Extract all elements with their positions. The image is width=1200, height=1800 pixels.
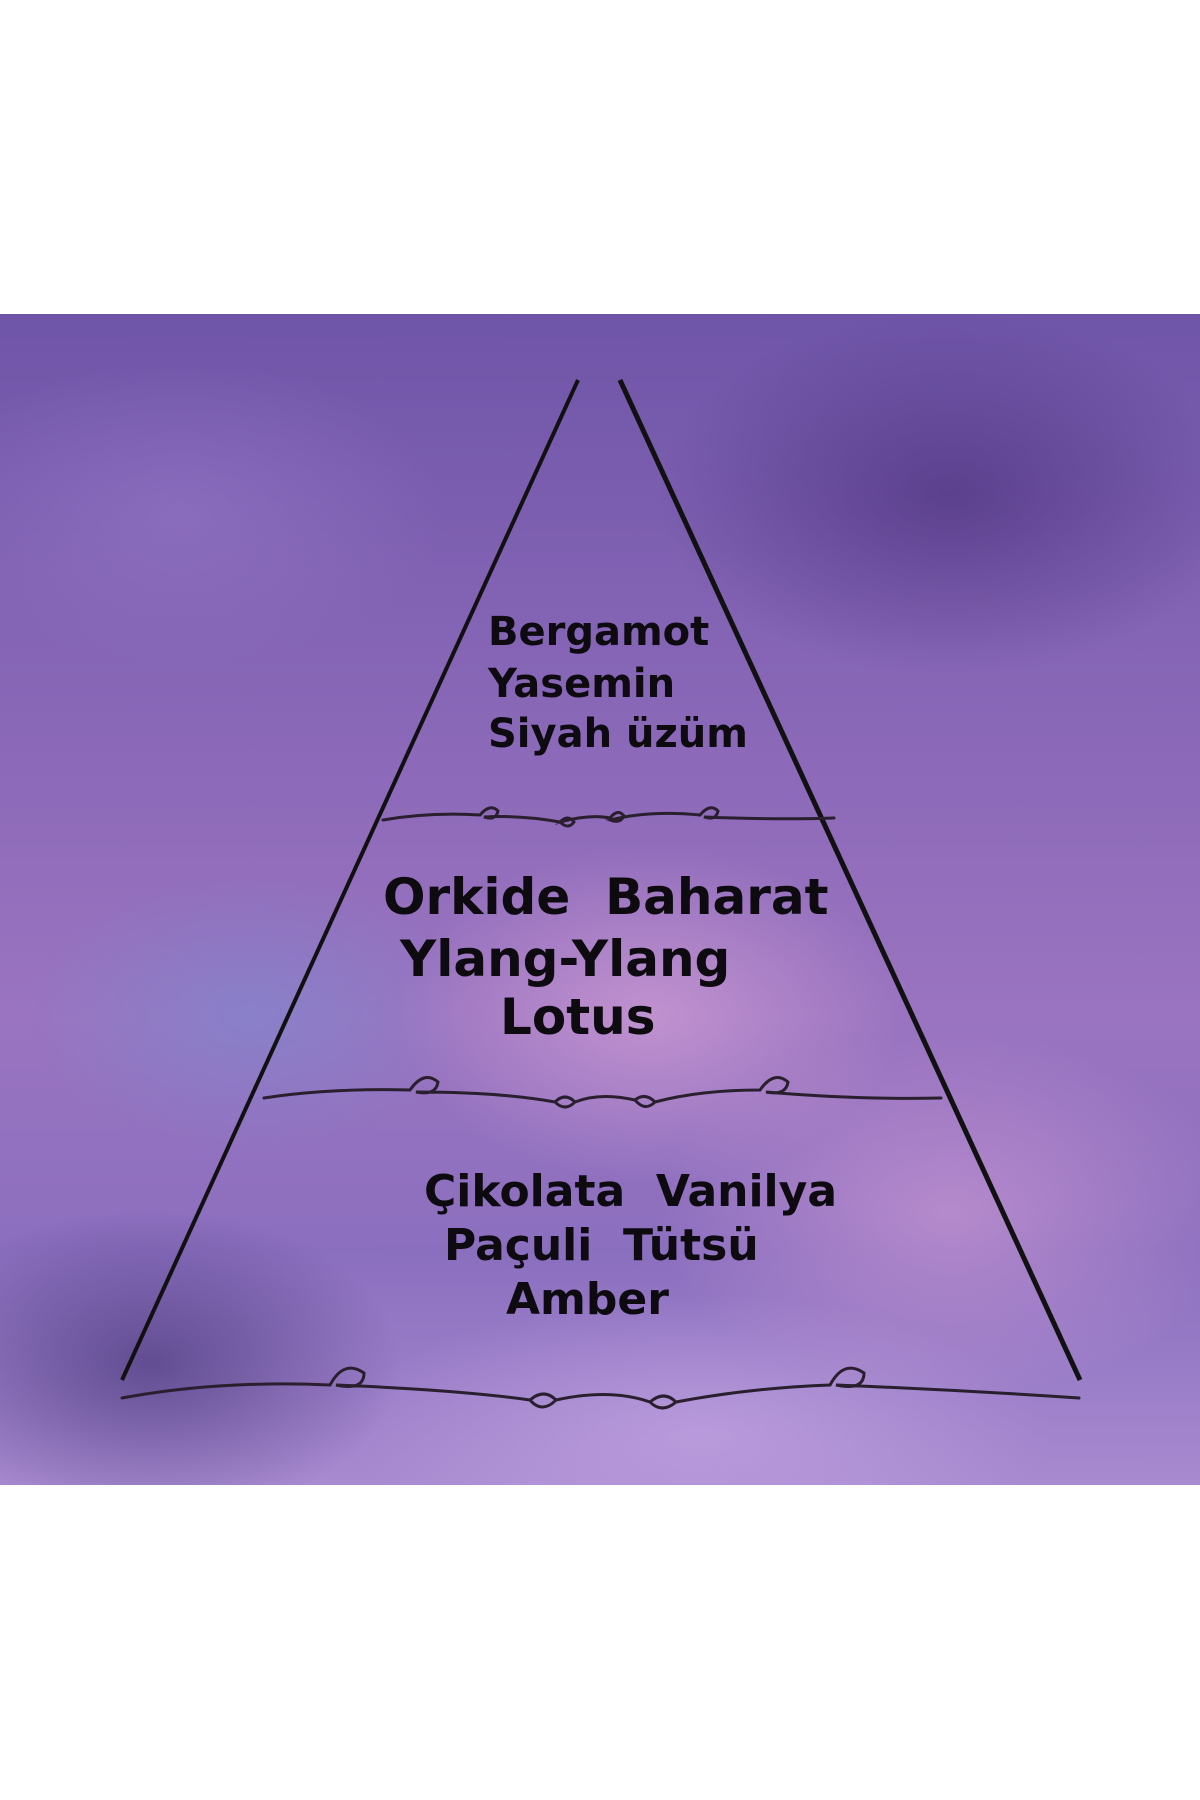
swirl-divider-bottom — [120, 1366, 1081, 1410]
heart-note-1: Orkide Baharat — [383, 868, 829, 926]
heart-note-2: Ylang-Ylang — [400, 930, 731, 988]
swirl-divider-top — [381, 806, 836, 828]
swirl-divider-middle — [262, 1076, 943, 1109]
top-note-2: Yasemin — [488, 661, 676, 707]
pyramid-left-edge — [120, 379, 580, 1381]
base-note-2: Paçuli Tütsü — [444, 1220, 759, 1271]
pyramid-right-edge — [617, 378, 1083, 1382]
top-note-1: Bergamot — [488, 609, 710, 655]
sky-background — [0, 314, 1200, 1485]
top-note-3: Siyah üzüm — [488, 711, 748, 757]
base-note-1: Çikolata Vanilya — [424, 1166, 838, 1217]
heart-note-3: Lotus — [500, 988, 656, 1046]
base-note-3: Amber — [506, 1274, 669, 1325]
